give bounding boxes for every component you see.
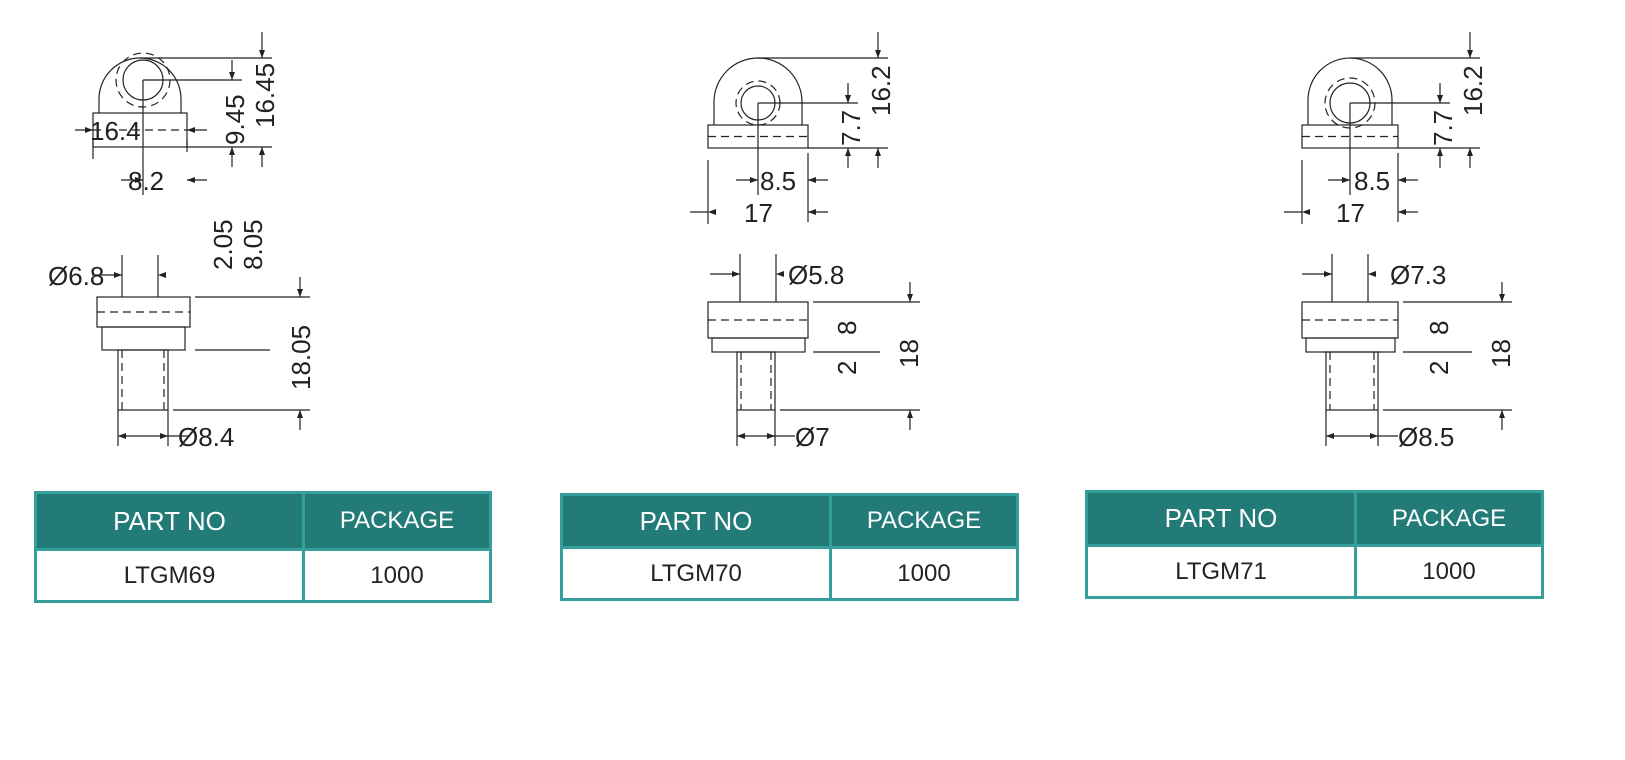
arrowhead-icon: [85, 127, 93, 133]
cell-package: 1000: [305, 551, 489, 600]
arrowhead-icon: [845, 148, 851, 156]
arrowhead-icon: [808, 177, 816, 183]
header-part-no: PART NO: [37, 494, 302, 548]
dim-width: 16.4: [90, 116, 141, 146]
cell-part-no: LTGM70: [563, 549, 829, 598]
arrowhead-icon: [1437, 95, 1443, 103]
side-view-flange: [1305, 337, 1396, 353]
dim-half-width: 8.2: [128, 166, 164, 196]
dim-height: 16.2: [866, 65, 896, 116]
dim-top-diameter: Ø5.8: [788, 260, 844, 290]
dim-groove: 2: [1424, 361, 1454, 375]
arrowhead-icon: [1499, 410, 1505, 418]
arrowhead-icon: [229, 147, 235, 155]
arrowhead-icon: [259, 50, 265, 58]
arrowhead-icon: [875, 148, 881, 156]
dim-total-height: 18.05: [286, 325, 316, 390]
dim-total-height: 18: [894, 339, 924, 368]
side-view-flange: [101, 326, 186, 351]
arrowhead-icon: [1467, 148, 1473, 156]
arrowhead-icon: [135, 177, 143, 183]
top-view-arch: [98, 57, 182, 113]
dim-bottom-diameter: Ø7: [795, 422, 830, 452]
dim-height: 16.2: [1458, 65, 1488, 116]
arrowhead-icon: [297, 289, 303, 297]
arrowhead-icon: [1499, 294, 1505, 302]
dim-center-height: 7.7: [836, 110, 866, 146]
arrowhead-icon: [1302, 209, 1310, 215]
dim-top-diameter: Ø7.3: [1390, 260, 1446, 290]
arrowhead-icon: [776, 271, 784, 277]
dim-bottom-diameter: Ø8.4: [178, 422, 234, 452]
arrowhead-icon: [737, 433, 745, 439]
arrowhead-icon: [1370, 433, 1378, 439]
arrowhead-icon: [229, 72, 235, 80]
arrowhead-icon: [114, 272, 122, 278]
arrowhead-icon: [1398, 177, 1406, 183]
dim-height: 16.45: [250, 63, 280, 128]
dim-width: 17: [744, 198, 773, 228]
dim-width: 17: [1336, 198, 1365, 228]
arrowhead-icon: [732, 271, 740, 277]
header-package: PACKAGE: [1357, 493, 1541, 544]
part-table-ltgm70: PART NO PACKAGE LTGM70 1000: [560, 493, 1019, 601]
part-table-ltgm71: PART NO PACKAGE LTGM71 1000: [1085, 490, 1544, 599]
dim-half-width: 8.5: [760, 166, 796, 196]
arrowhead-icon: [875, 50, 881, 58]
dim-groove: 2.05: [208, 219, 238, 270]
header-part-no: PART NO: [1088, 493, 1354, 544]
cell-part-no: LTGM71: [1088, 547, 1354, 596]
arrowhead-icon: [708, 209, 716, 215]
arrowhead-icon: [845, 95, 851, 103]
dim-groove: 2: [832, 361, 862, 375]
side-view-stem: [117, 349, 169, 411]
dim-top-diameter: Ø6.8: [48, 261, 104, 291]
arrowhead-icon: [259, 147, 265, 155]
arrowhead-icon: [767, 433, 775, 439]
arrowhead-icon: [1467, 50, 1473, 58]
side-view-stem: [1325, 351, 1379, 411]
arrowhead-icon: [118, 433, 126, 439]
dim-bottom-diameter: Ø8.5: [1398, 422, 1454, 452]
arrowhead-icon: [297, 410, 303, 418]
part-table-ltgm69: PART NO PACKAGE LTGM69 1000: [34, 491, 492, 603]
arrowhead-icon: [160, 433, 168, 439]
dim-head-height: 8: [1424, 321, 1454, 335]
arrowhead-icon: [907, 294, 913, 302]
arrowhead-icon: [187, 177, 195, 183]
arrowhead-icon: [1326, 433, 1334, 439]
arrowhead-icon: [187, 127, 195, 133]
arrowhead-icon: [1398, 209, 1406, 215]
arrowhead-icon: [1324, 271, 1332, 277]
dim-head-height: 8: [832, 321, 862, 335]
dim-head-height: 8.05: [238, 219, 268, 270]
dim-center-height: 7.7: [1428, 110, 1458, 146]
cell-part-no: LTGM69: [37, 551, 302, 600]
dim-total-height: 18: [1486, 339, 1516, 368]
side-view-flange: [711, 337, 806, 353]
dim-half-width: 8.5: [1354, 166, 1390, 196]
arrowhead-icon: [907, 410, 913, 418]
side-view-stem: [736, 351, 776, 411]
arrowhead-icon: [1342, 177, 1350, 183]
arrowhead-icon: [158, 272, 166, 278]
arrowhead-icon: [1437, 148, 1443, 156]
arrowhead-icon: [808, 209, 816, 215]
header-part-no: PART NO: [563, 496, 829, 546]
cell-package: 1000: [1357, 547, 1541, 596]
dim-center-height: 9.45: [220, 94, 250, 145]
arrowhead-icon: [1368, 271, 1376, 277]
header-package: PACKAGE: [305, 494, 489, 548]
header-package: PACKAGE: [832, 496, 1016, 546]
cell-package: 1000: [832, 549, 1016, 598]
arrowhead-icon: [750, 177, 758, 183]
